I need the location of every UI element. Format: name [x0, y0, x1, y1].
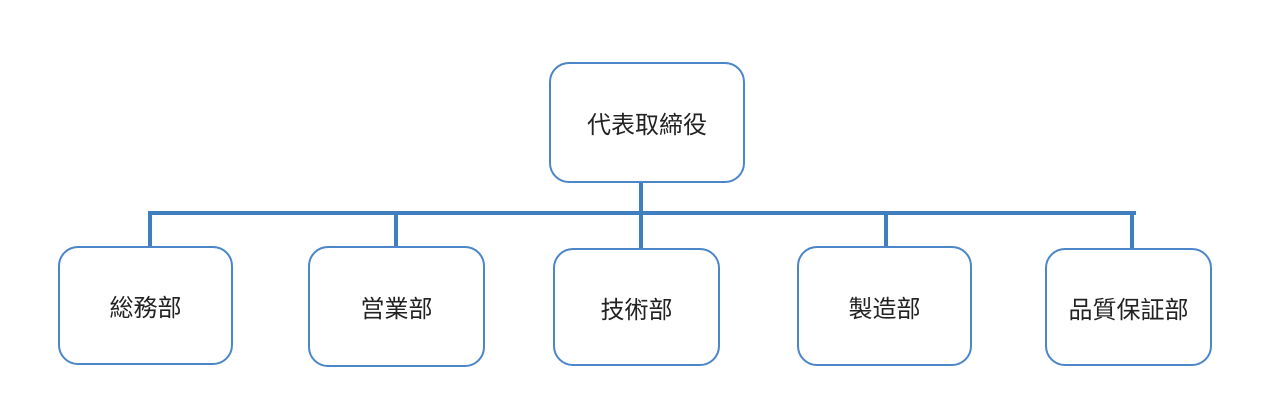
dept-node-label: 品質保証部: [1068, 295, 1189, 324]
connector-drop-hinshitsu: [1130, 211, 1134, 248]
root-node-ceo: 代表取締役: [549, 62, 745, 183]
connector-drop-soumu: [148, 211, 152, 246]
dept-node-soumu: 総務部: [58, 246, 233, 365]
dept-node-gijutsu: 技術部: [553, 248, 720, 366]
connector-drop-eigyo: [394, 211, 398, 246]
dept-node-seizo: 製造部: [797, 246, 972, 366]
dept-node-label: 製造部: [848, 294, 921, 323]
dept-node-label: 総務部: [109, 294, 182, 322]
connector-root-stem: [639, 183, 643, 214]
dept-node-hinshitsu: 品質保証部: [1045, 248, 1212, 366]
dept-node-label: 技術部: [600, 295, 673, 324]
root-node-label: 代表取締役: [587, 111, 707, 139]
dept-node-label: 営業部: [360, 295, 433, 323]
connector-drop-seizo: [884, 211, 888, 246]
dept-node-eigyo: 営業部: [308, 246, 485, 367]
connector-drop-gijutsu: [639, 211, 643, 248]
